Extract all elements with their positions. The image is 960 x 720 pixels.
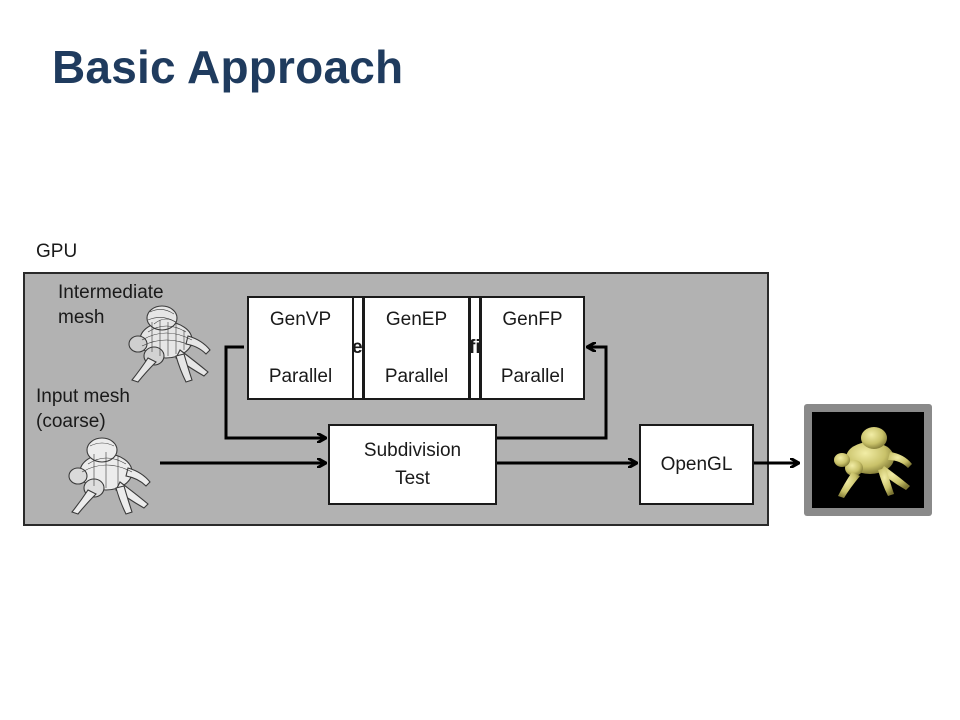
input-mesh-label: Input mesh (coarse) <box>36 386 130 432</box>
stage-mode: Parallel <box>268 366 333 387</box>
subdivision-test-line2: Test <box>395 467 430 489</box>
render-output-frame <box>804 404 932 516</box>
stage-mode: Parallel <box>500 366 565 387</box>
separator-glyph: fi <box>469 337 481 358</box>
page-title: Basic Approach <box>52 41 404 93</box>
stage-genep-box: GenEP Parallel <box>363 296 470 400</box>
stage-name: GenVP <box>269 309 332 330</box>
stage-name: GenEP <box>385 309 448 330</box>
opengl-label: OpenGL <box>660 453 733 475</box>
subdivision-test-box: Subdivision Test <box>328 424 497 505</box>
stage-mode: Parallel <box>384 366 449 387</box>
stage-genfp-box: GenFP Parallel <box>480 296 585 400</box>
gpu-label: GPU <box>36 241 78 262</box>
render-output-screen <box>812 412 924 508</box>
stage-name: GenFP <box>502 309 563 330</box>
arrow-subdivision-to-generators <box>497 347 608 440</box>
opengl-box: OpenGL <box>639 424 754 505</box>
intermediate-mesh-label: Intermediate mesh <box>58 282 164 328</box>
wireframe-mesh-icon <box>68 437 151 515</box>
arrow-intermediate-to-subdivision <box>224 345 325 438</box>
stage-genvp-box: GenVP Parallel <box>247 296 354 400</box>
subdivision-test-line1: Subdivision <box>363 439 462 461</box>
rendered-model-icon <box>834 427 912 498</box>
wireframe-mesh-icon <box>128 305 211 383</box>
separator-glyph: e <box>352 337 363 358</box>
